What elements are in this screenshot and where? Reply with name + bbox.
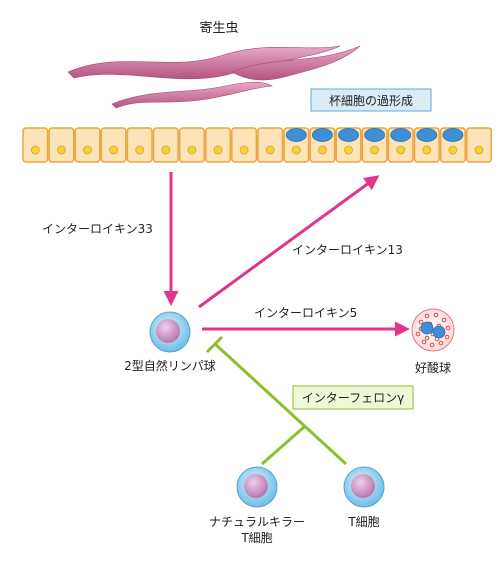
epithelial-cell [178, 127, 205, 163]
il13-arrow [198, 175, 380, 309]
eosinophil-granule [444, 334, 450, 340]
epithelial-cell [231, 127, 258, 163]
goblet-hyperplasia-label: 杯細胞の過形成 [329, 94, 413, 108]
epithelial-cell [74, 127, 101, 163]
goblet-cell [413, 127, 440, 163]
goblet-cell [309, 127, 336, 163]
ifng-source-line [261, 425, 305, 466]
t-cell [343, 466, 385, 508]
ilc2-cell [149, 311, 191, 353]
eosinophil-granule [438, 340, 444, 346]
ifng-inhibition-bar [205, 335, 224, 354]
epithelium-layer [22, 127, 493, 163]
epithelial-cell [126, 127, 153, 163]
epithelial-cell [465, 127, 493, 163]
goblet-cell [335, 127, 362, 163]
goblet-cell [439, 127, 466, 163]
epithelial-cell [204, 127, 232, 163]
eosinophil-granule [424, 313, 430, 319]
epithelial-cell [100, 127, 127, 163]
eosinophil-nucleus-lobe [420, 321, 434, 335]
epithelial-cell [257, 127, 284, 163]
parasite-worm-1 [67, 45, 341, 80]
il13-label: インターロイキン13 [292, 243, 403, 257]
eosinophil-granule [424, 335, 430, 341]
il5-label: インターロイキン5 [254, 306, 357, 320]
ifng-box [292, 385, 414, 410]
il33-label: インターロイキン33 [42, 222, 153, 236]
eosinophil-granule [421, 339, 427, 345]
nkt-label-line2: T細胞 [240, 531, 272, 545]
t-cell-label: T細胞 [347, 515, 379, 529]
epithelial-cell [152, 127, 179, 163]
parasite-worm-2 [231, 45, 361, 81]
eosinophil-nucleus-lobe [432, 325, 446, 339]
eosinophil-cell [411, 308, 455, 352]
nkt-label-line1: ナチュラルキラー [209, 515, 305, 529]
ifng-inhibition-line [212, 341, 348, 466]
ilc2-label: 2型自然リンパ球 [124, 358, 216, 373]
epithelial-cell [48, 127, 75, 163]
ifng-label: インターフェロンγ [302, 391, 404, 405]
eosinophil-granule [433, 312, 439, 318]
nkt-cell [236, 466, 278, 508]
goblet-cell [283, 127, 310, 163]
eosinophil-granule [441, 317, 447, 323]
eosinophil-label: 好酸球 [415, 360, 451, 375]
goblet-cell [361, 127, 388, 163]
eosinophil-granule [415, 331, 421, 337]
eosinophil-granule [418, 319, 424, 325]
eosinophil-granule [429, 342, 435, 348]
epithelial-cell [22, 127, 49, 163]
eosinophil-granule [445, 325, 451, 331]
goblet-cell [387, 127, 414, 163]
parasite-worm-3 [111, 81, 273, 109]
parasite-label: 寄生虫 [199, 20, 238, 36]
goblet-hyperplasia-box [310, 88, 432, 112]
